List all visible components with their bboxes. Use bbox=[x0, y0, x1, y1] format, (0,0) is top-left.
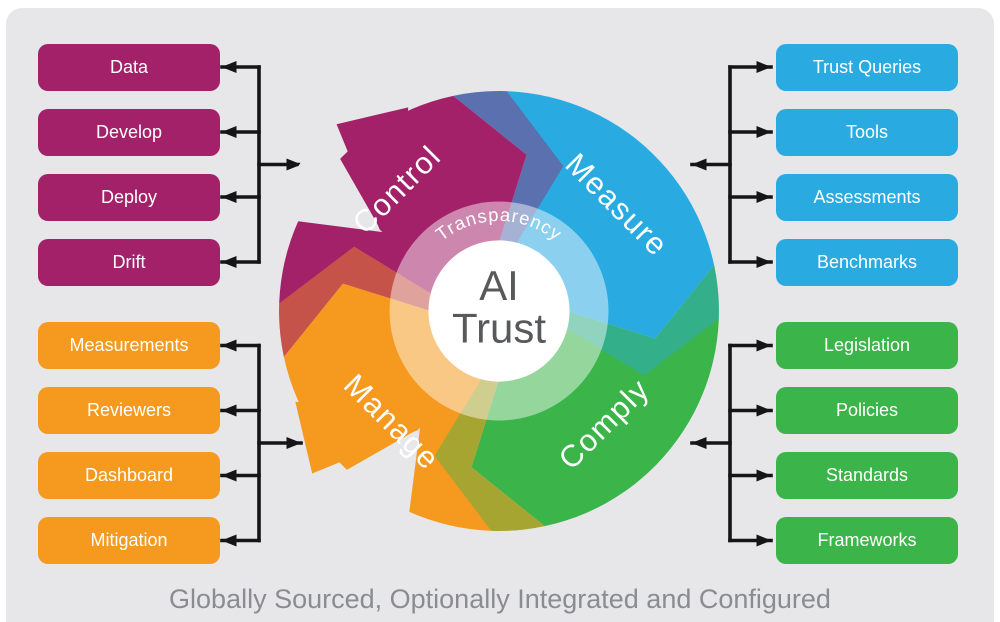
control-blade-notch bbox=[260, 128, 382, 233]
box-benchmarks: Benchmarks bbox=[776, 238, 958, 286]
box-frameworks-label: Frameworks bbox=[817, 530, 917, 550]
box-legislation: Legislation bbox=[776, 322, 958, 369]
box-drift-label: Drift bbox=[112, 251, 146, 272]
comply-over-manage-band bbox=[434, 371, 545, 531]
box-measurements: Measurements bbox=[38, 322, 220, 369]
manage-over-control-band bbox=[279, 246, 439, 357]
measure-segment-shape bbox=[453, 91, 715, 339]
box-frameworks: Frameworks bbox=[776, 517, 958, 564]
box-mitigation: Mitigation bbox=[38, 517, 220, 564]
box-deploy: Deploy bbox=[38, 173, 220, 221]
box-dashboard-label: Dashboard bbox=[84, 465, 174, 485]
control-over-measure-band bbox=[453, 91, 564, 251]
center-title-line1: AI bbox=[479, 262, 519, 309]
box-data-label: Data bbox=[109, 56, 149, 77]
center-circle bbox=[428, 240, 570, 382]
caption-text: Globally Sourced, Optionally Integrated … bbox=[169, 584, 831, 614]
box-drift: Drift bbox=[38, 238, 220, 286]
box-trust-queries: Trust Queries bbox=[776, 43, 958, 91]
box-standards-label: Standards bbox=[825, 465, 909, 485]
box-assessments-label: Assessments bbox=[813, 186, 921, 207]
box-policies-label: Policies bbox=[835, 400, 899, 420]
box-develop-label: Develop bbox=[95, 121, 163, 142]
connector-arrows bbox=[220, 61, 773, 547]
manage-blade-notch bbox=[316, 428, 421, 550]
box-benchmarks-label: Benchmarks bbox=[816, 251, 918, 272]
center-title-line2: Trust bbox=[452, 305, 546, 352]
box-trust-queries-label: Trust Queries bbox=[812, 56, 922, 77]
box-assessments: Assessments bbox=[776, 173, 958, 221]
measure-over-comply-band bbox=[559, 265, 719, 376]
comply-segment-shape bbox=[471, 265, 719, 527]
trust-wheel: Transparency Control Measure Comply Mana… bbox=[260, 91, 719, 550]
box-reviewers-label: Reviewers bbox=[86, 400, 172, 420]
box-standards: Standards bbox=[776, 452, 958, 499]
box-tools-label: Tools bbox=[845, 121, 889, 142]
box-measurements-label: Measurements bbox=[69, 335, 189, 355]
box-legislation-label: Legislation bbox=[823, 335, 911, 355]
manage-blade-corner bbox=[295, 401, 419, 474]
box-data: Data bbox=[38, 43, 220, 91]
box-deploy-label: Deploy bbox=[100, 186, 158, 207]
box-mitigation-label: Mitigation bbox=[90, 530, 168, 550]
control-blade-corner bbox=[336, 107, 409, 231]
box-reviewers: Reviewers bbox=[38, 387, 220, 434]
box-policies: Policies bbox=[776, 387, 958, 434]
box-develop: Develop bbox=[38, 108, 220, 156]
box-dashboard: Dashboard bbox=[38, 452, 220, 499]
box-tools: Tools bbox=[776, 108, 958, 156]
